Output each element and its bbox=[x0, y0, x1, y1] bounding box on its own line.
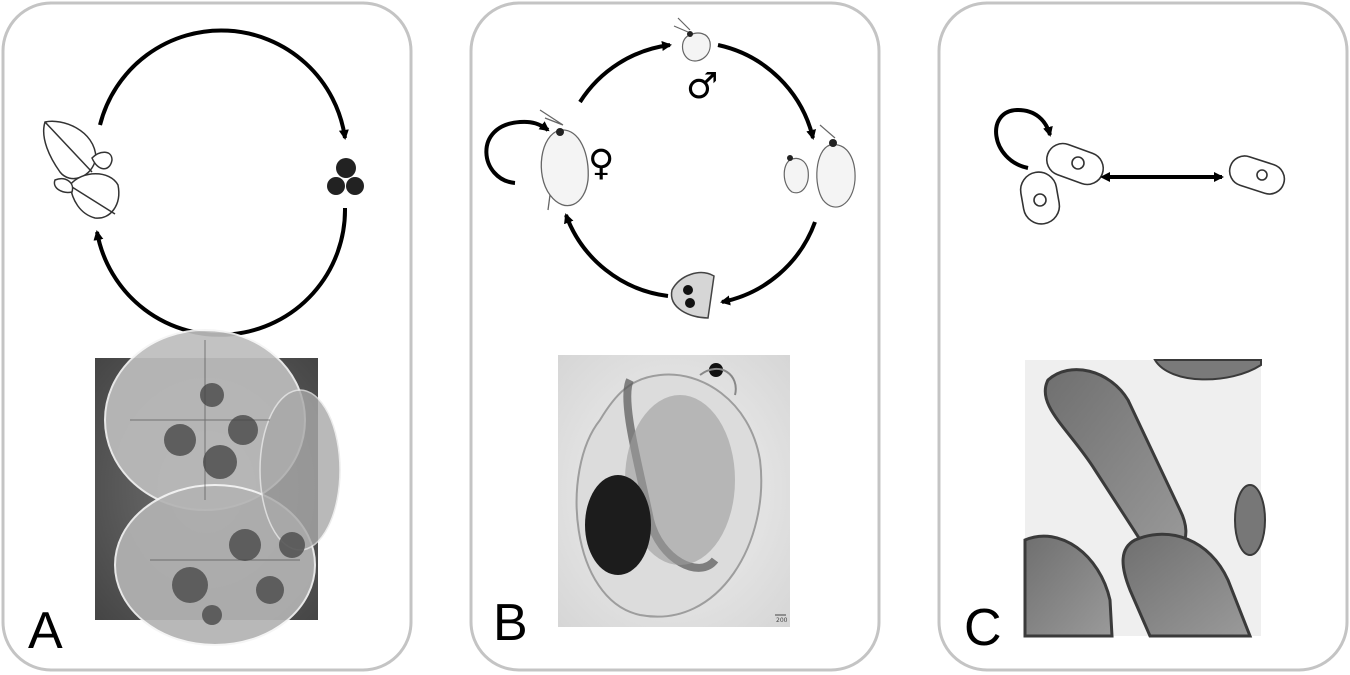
cycle-arrow-male-to-mating bbox=[717, 43, 816, 140]
bacteria-photo bbox=[1023, 359, 1266, 638]
female-symbol: ♀ bbox=[588, 143, 614, 184]
panel-b: ♀ ♂ 2 bbox=[469, 1, 881, 672]
mating-daphnia-icon bbox=[783, 124, 856, 208]
scale-bar-label: 200 bbox=[776, 617, 788, 624]
lunaria-photo bbox=[95, 329, 341, 646]
division-loop-arrow bbox=[994, 107, 1053, 170]
single-bacterium-icon bbox=[1228, 155, 1286, 195]
panel-a: A bbox=[1, 1, 413, 672]
ephippium-icon bbox=[670, 271, 715, 319]
male-daphnia-icon bbox=[673, 17, 711, 62]
cycle-arrow-top bbox=[98, 28, 349, 140]
male-symbol: ♂ bbox=[686, 66, 718, 107]
cycle-arrow-egg-to-female bbox=[564, 213, 669, 298]
daphnia-photo: 200 bbox=[558, 355, 790, 627]
panel-b-cycle bbox=[484, 41, 817, 306]
leaf-icon bbox=[43, 120, 120, 219]
seeds-icon bbox=[327, 158, 364, 195]
cycle-arrow-female-self-loop bbox=[484, 119, 550, 185]
female-daphnia-icon bbox=[539, 109, 589, 211]
dividing-bacteria-icon bbox=[1019, 142, 1105, 225]
panel-b-label: B bbox=[493, 594, 528, 652]
panel-c: C bbox=[937, 1, 1349, 672]
cycle-arrow-female-to-male bbox=[578, 41, 672, 104]
cycle-arrow-mating-to-egg bbox=[720, 221, 817, 306]
panel-c-label: C bbox=[964, 599, 1002, 657]
panel-a-label: A bbox=[28, 602, 63, 660]
